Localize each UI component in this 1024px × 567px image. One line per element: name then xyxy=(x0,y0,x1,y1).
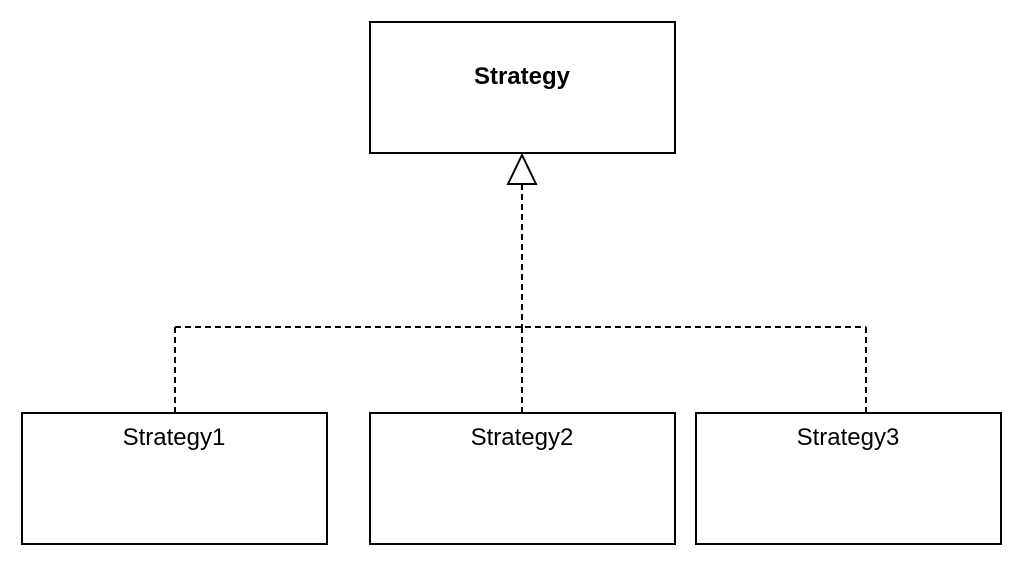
strategy1-class-box[interactable]: Strategy1 xyxy=(21,412,328,545)
realization-connectors xyxy=(174,152,867,413)
strategy1-label: Strategy1 xyxy=(123,424,226,451)
strategy2-class-box[interactable]: Strategy2 xyxy=(369,412,676,545)
strategy-interface-box[interactable]: Strategy xyxy=(369,21,676,154)
strategy-interface-label: Strategy xyxy=(474,63,571,90)
realization-arrowhead-icon xyxy=(506,152,538,185)
strategy3-label: Strategy3 xyxy=(797,424,900,451)
strategy3-class-box[interactable]: Strategy3 xyxy=(695,412,1002,545)
strategy2-label: Strategy2 xyxy=(471,424,574,451)
